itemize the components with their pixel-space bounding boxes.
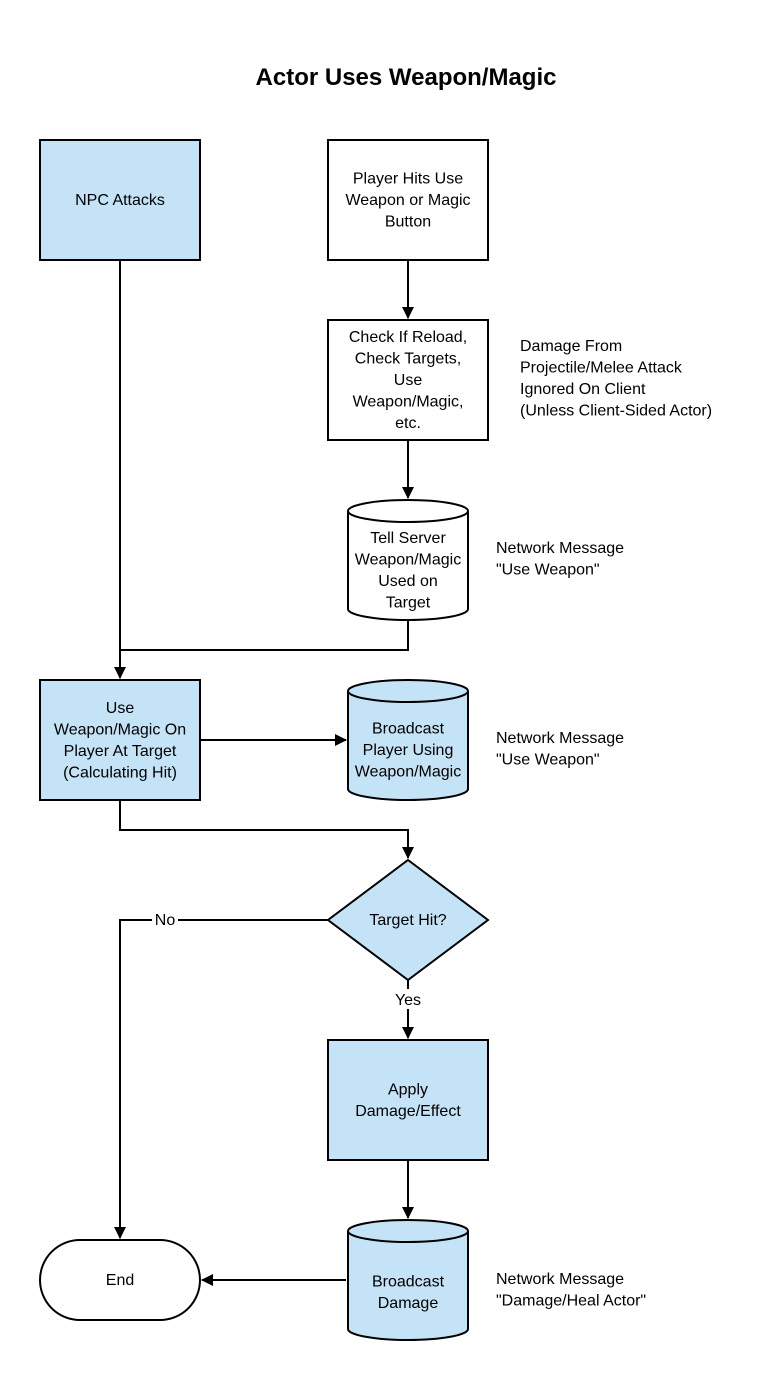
player-hits-label-line: Player Hits Use	[353, 171, 463, 188]
svg-text:Check If Reload,Check Targets,: Check If Reload, Check Targets, UseWeapon/…	[349, 329, 467, 432]
edge-label-yes: Yes	[395, 992, 421, 1009]
tell-server-label-line: Used on	[378, 573, 438, 590]
target-hit-label-line: Target Hit?	[369, 912, 446, 929]
npc-attacks-label-line: NPC Attacks	[75, 192, 165, 209]
edge-target-hit-no	[114, 919, 328, 1239]
damage-note-line: Ignored On Client	[520, 381, 646, 398]
player-hits-label-line: Button	[385, 214, 431, 231]
end-terminator: End	[39, 1239, 201, 1321]
check-reload-label-line: Check If Reload,	[349, 329, 467, 346]
broadcast-damage-label-line: Broadcast	[372, 1273, 445, 1290]
net-msg-3-line: Network Message	[496, 1271, 624, 1288]
diagram-title: Actor Uses Weapon/Magic	[256, 64, 557, 91]
check-reload-label-line: Check Targets,	[355, 351, 461, 368]
connectors	[114, 260, 414, 1286]
net-msg-2-line: Network Message	[496, 730, 624, 747]
check-reload-label-line: Weapon/Magic,	[353, 394, 464, 411]
edge-tell-server-to-use-weapon	[120, 620, 409, 651]
net-msg-1-line: Network Message	[496, 540, 624, 557]
use-weapon-label-line: Use	[106, 700, 135, 717]
edge-use-weapon-to-target-hit	[119, 800, 414, 859]
target-hit-decision: Target Hit?	[326, 858, 490, 982]
damage-note-line: (Unless Client-Sided Actor)	[520, 403, 712, 420]
broadcast-player-label-line: Weapon/Magic	[355, 764, 461, 781]
use-weapon-label-line: (Calculating Hit)	[63, 764, 177, 781]
network-message-use-weapon-1: Network Message "Use Weapon"	[496, 540, 624, 579]
broadcast-player-label-line: Broadcast	[372, 721, 445, 738]
broadcast-damage-label-line: Damage	[378, 1295, 439, 1312]
tell-server-label-line: Target	[386, 594, 431, 611]
use-weapon-label-line: Weapon/Magic On	[54, 721, 186, 738]
edge-label-no: No	[155, 912, 176, 929]
check-reload-label-line: etc.	[395, 415, 421, 432]
npc-attacks-process: NPC Attacks	[39, 139, 201, 261]
check-reload-label-line: Use	[394, 372, 423, 389]
tell-server-label-line: Weapon/Magic	[355, 551, 461, 568]
svg-text:End: End	[106, 1272, 134, 1289]
yes-label-bg	[391, 989, 425, 1009]
network-message-damage-heal: Network Message "Damage/Heal Actor"	[496, 1271, 646, 1310]
use-weapon-label-line: Player At Target	[64, 743, 177, 760]
damage-note-line: Projectile/Melee Attack	[520, 360, 683, 377]
svg-text:Target Hit?: Target Hit?	[369, 912, 446, 929]
damage-note-line: Damage From	[520, 338, 622, 355]
svg-text:NPC Attacks: NPC Attacks	[75, 192, 165, 209]
tell-server-label-line: Tell Server	[370, 530, 446, 547]
player-hits-label-line: Weapon or Magic	[345, 192, 470, 209]
net-msg-2-line: "Use Weapon"	[496, 752, 600, 769]
end-label-line: End	[106, 1272, 134, 1289]
net-msg-3-line: "Damage/Heal Actor"	[496, 1293, 646, 1310]
no-label-bg	[152, 909, 178, 929]
broadcast-player-label-line: Player Using	[363, 742, 454, 759]
apply-damage-label-line: Apply	[388, 1081, 428, 1098]
network-message-use-weapon-2: Network Message "Use Weapon"	[496, 730, 624, 769]
net-msg-1-line: "Use Weapon"	[496, 562, 600, 579]
apply-damage-label-line: Damage/Effect	[355, 1103, 461, 1120]
